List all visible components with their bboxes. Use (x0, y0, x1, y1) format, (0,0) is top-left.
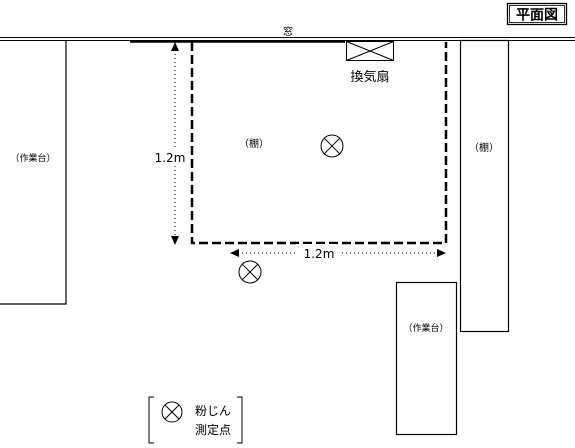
left-workbench (0, 40, 67, 305)
inner-shelf-label: （棚） (239, 137, 269, 150)
vertical-dimension-label: 1.2m (155, 151, 186, 165)
fan-label: 換気扇 (350, 69, 389, 85)
inner-shelf-outline (190, 42, 448, 245)
window-label: 窓 (283, 25, 293, 38)
left-workbench-label: （作業台） (10, 152, 55, 164)
ventilation-fan-icon (346, 41, 394, 61)
title-text: 平面図 (516, 8, 558, 24)
right-shelf (459, 39, 510, 333)
window: 窓 (130, 25, 345, 43)
horizontal-dimension: 1.2m (230, 244, 446, 262)
legend-measurement-point-icon (161, 401, 183, 423)
right-shelf-label: （棚） (469, 141, 499, 154)
right-workbench-label: （作業台） (403, 322, 448, 334)
vertical-dimension: 1.2m (150, 42, 190, 245)
measurement-point-icon (238, 260, 262, 284)
horizontal-dimension-label: 1.2m (304, 247, 335, 261)
measurement-point-icon (320, 134, 344, 158)
right-workbench (395, 281, 458, 436)
legend-line1: 粉じん (195, 404, 231, 418)
title-box: 平面図 (506, 2, 568, 26)
legend: 粉じん 測定点 (148, 396, 243, 444)
legend-line2: 測定点 (195, 422, 231, 437)
